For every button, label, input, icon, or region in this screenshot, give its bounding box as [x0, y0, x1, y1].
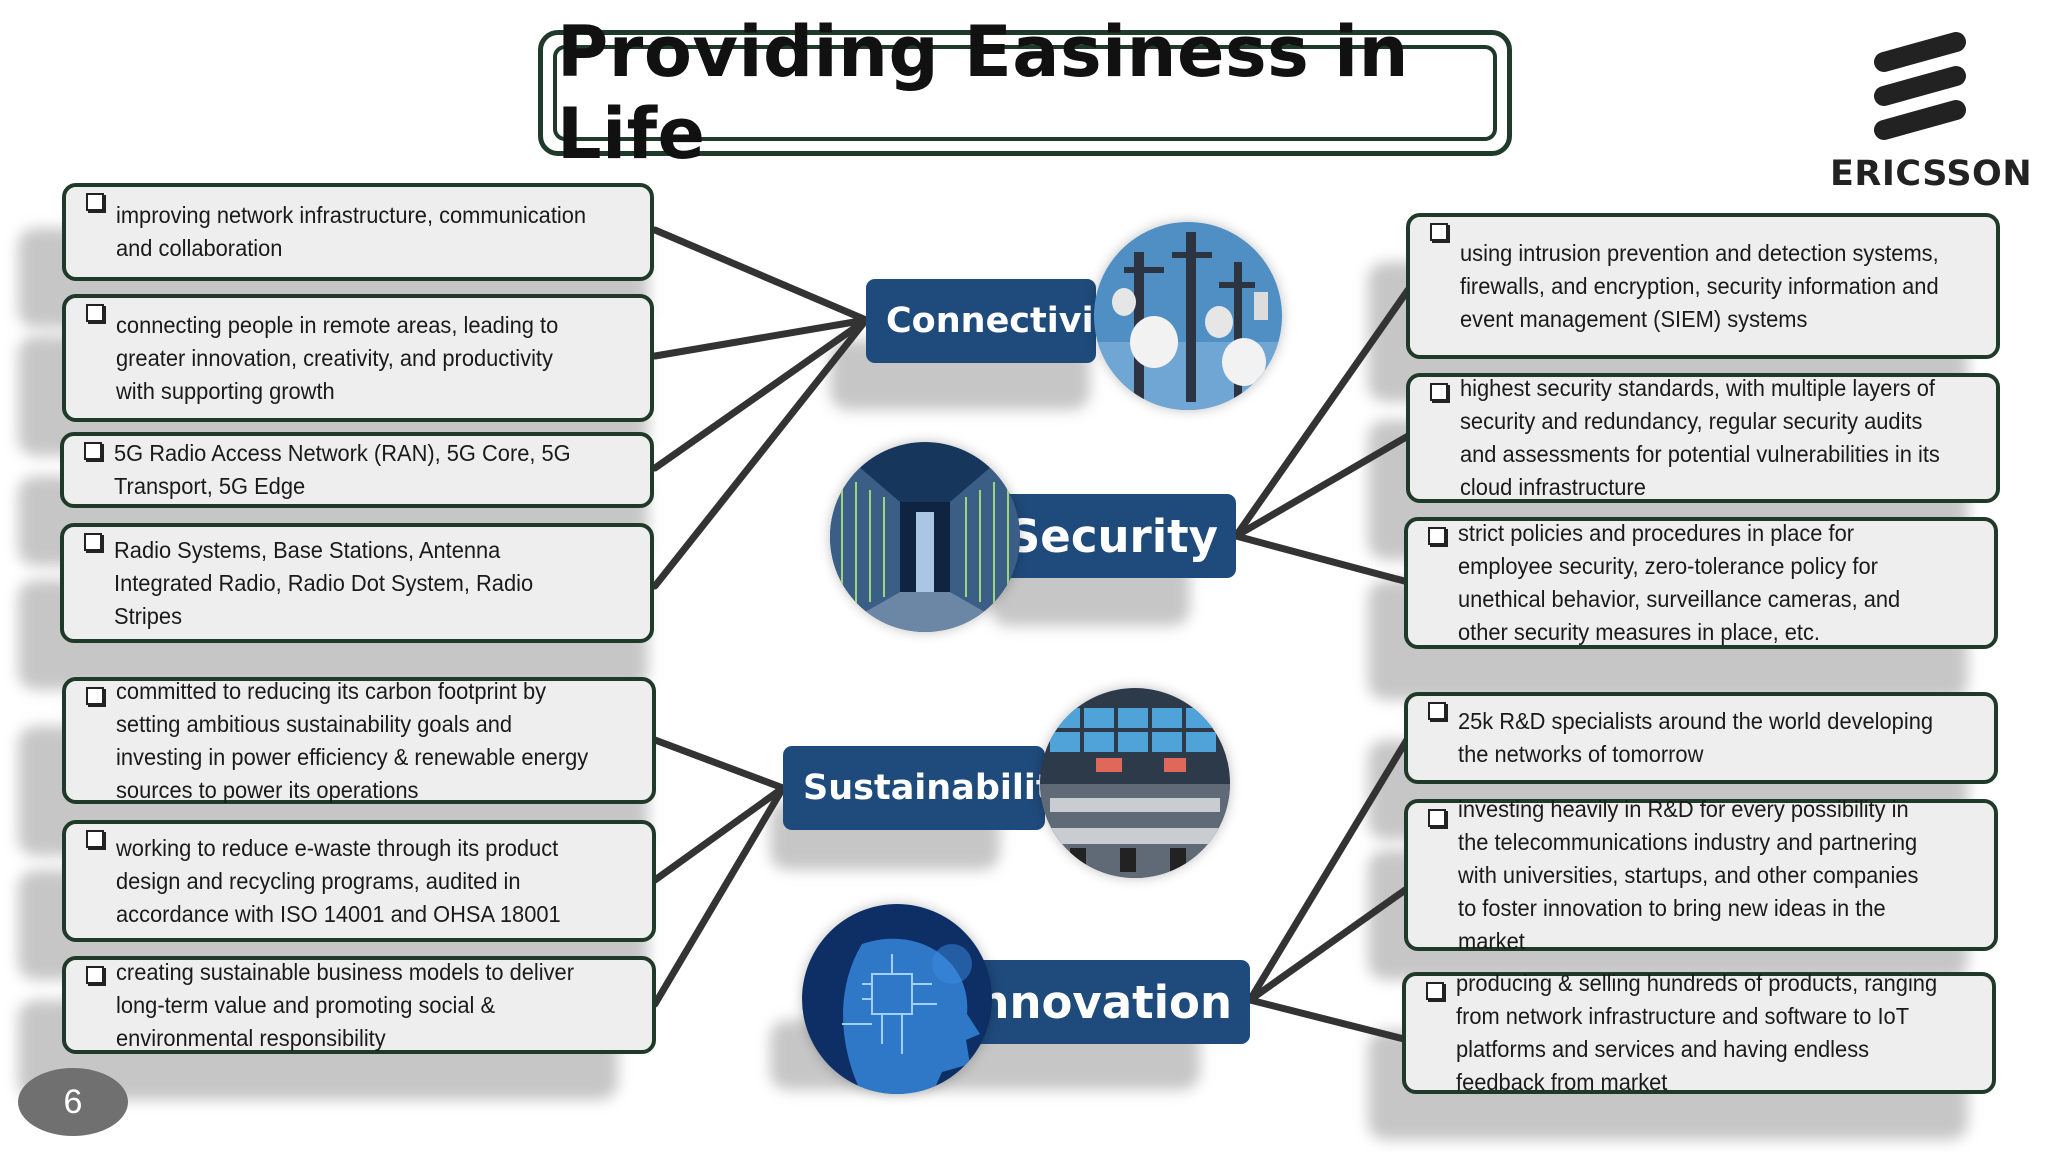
- ai-head-icon: [802, 904, 992, 1094]
- checkbox-bullet-icon: [1426, 982, 1444, 1000]
- connectivity-point-1: improving network infrastructure, commun…: [62, 183, 654, 281]
- connector-line: [651, 316, 870, 360]
- point-text: investing heavily in R&D for every possi…: [1458, 795, 1919, 954]
- connectivity-label: Connectivity: [866, 279, 1133, 363]
- ericsson-logo-icon: [1874, 32, 1966, 140]
- security-point-1: using intrusion prevention and detection…: [1406, 213, 2000, 359]
- checkbox-bullet-icon: [1428, 809, 1446, 827]
- connector-line: [1232, 432, 1412, 540]
- antenna-tower-image: [1094, 222, 1282, 410]
- logo-wordmark: ERICSSON: [1830, 154, 2033, 194]
- checkbox-bullet-icon: [1428, 702, 1446, 720]
- ai-head-image: [802, 904, 992, 1094]
- connector-line: [651, 316, 870, 590]
- checkbox-bullet-icon: [84, 533, 102, 551]
- innovation-point-2: investing heavily in R&D for every possi…: [1404, 796, 1998, 954]
- connector-line: [651, 784, 787, 1008]
- data-center-icon: [830, 442, 1020, 632]
- page-number: 6: [18, 1068, 128, 1136]
- title-inner-frame: Providing Easiness in Life: [553, 11, 1497, 175]
- connector-line: [651, 736, 787, 792]
- checkbox-bullet-icon: [1430, 383, 1448, 401]
- connector-line: [1246, 884, 1412, 1004]
- point-text: connecting people in remote areas, leadi…: [116, 311, 559, 404]
- connectivity-point-4: Radio Systems, Base Stations, Antenna In…: [60, 523, 654, 643]
- connector-line: [651, 316, 870, 472]
- sustainability-point-2: working to reduce e-waste through its pr…: [62, 820, 656, 942]
- connector-line: [651, 784, 787, 884]
- connectivity-point-3: 5G Radio Access Network (RAN), 5G Core, …: [60, 432, 654, 508]
- checkbox-bullet-icon: [84, 442, 102, 460]
- ericsson-logo: ERICSSON: [1830, 30, 2033, 200]
- sustainability-label: Sustainability: [783, 746, 1075, 830]
- point-text: improving network infrastructure, commun…: [116, 202, 587, 261]
- connector-line: [1232, 532, 1412, 586]
- checkbox-bullet-icon: [86, 966, 104, 984]
- checkbox-bullet-icon: [86, 687, 104, 705]
- control-room-icon: [1040, 688, 1230, 878]
- antenna-tower-icon: [1094, 222, 1282, 410]
- checkbox-bullet-icon: [1428, 527, 1446, 545]
- connector-line: [1246, 734, 1412, 1004]
- checkbox-bullet-icon: [86, 193, 104, 211]
- connectivity-point-2: connecting people in remote areas, leadi…: [62, 294, 654, 422]
- connector-line: [1232, 286, 1412, 540]
- point-text: using intrusion prevention and detection…: [1460, 239, 1939, 332]
- checkbox-bullet-icon: [86, 830, 104, 848]
- point-text: creating sustainable business models to …: [116, 958, 574, 1051]
- point-text: 25k R&D specialists around the world dev…: [1458, 708, 1934, 767]
- connector-line: [651, 226, 870, 324]
- innovation-label: Innovation: [940, 960, 1250, 1044]
- point-text: Radio Systems, Base Stations, Antenna In…: [114, 536, 534, 629]
- page-title: Providing Easiness in Life: [557, 11, 1410, 175]
- security-point-2: highest security standards, with multipl…: [1406, 373, 2000, 503]
- point-text: highest security standards, with multipl…: [1460, 375, 1940, 500]
- control-room-image: [1040, 688, 1230, 878]
- sustainability-point-1: committed to reducing its carbon footpri…: [62, 677, 656, 804]
- point-text: producing & selling hundreds of products…: [1456, 970, 1938, 1095]
- innovation-point-3: producing & selling hundreds of products…: [1402, 970, 1996, 1095]
- security-point-3: strict policies and procedures in place …: [1404, 517, 1998, 649]
- connector-line: [1246, 996, 1412, 1044]
- point-text: committed to reducing its carbon footpri…: [116, 677, 589, 803]
- innovation-point-1: 25k R&D specialists around the world dev…: [1404, 692, 1998, 784]
- point-text: strict policies and procedures in place …: [1458, 520, 1901, 645]
- point-text: 5G Radio Access Network (RAN), 5G Core, …: [114, 440, 571, 499]
- checkbox-bullet-icon: [86, 304, 104, 322]
- point-text: working to reduce e-waste through its pr…: [116, 834, 561, 927]
- checkbox-bullet-icon: [1430, 223, 1448, 241]
- data-center-image: [830, 442, 1020, 632]
- title-frame: Providing Easiness in Life: [538, 11, 1512, 175]
- sustainability-point-3: creating sustainable business models to …: [62, 956, 656, 1054]
